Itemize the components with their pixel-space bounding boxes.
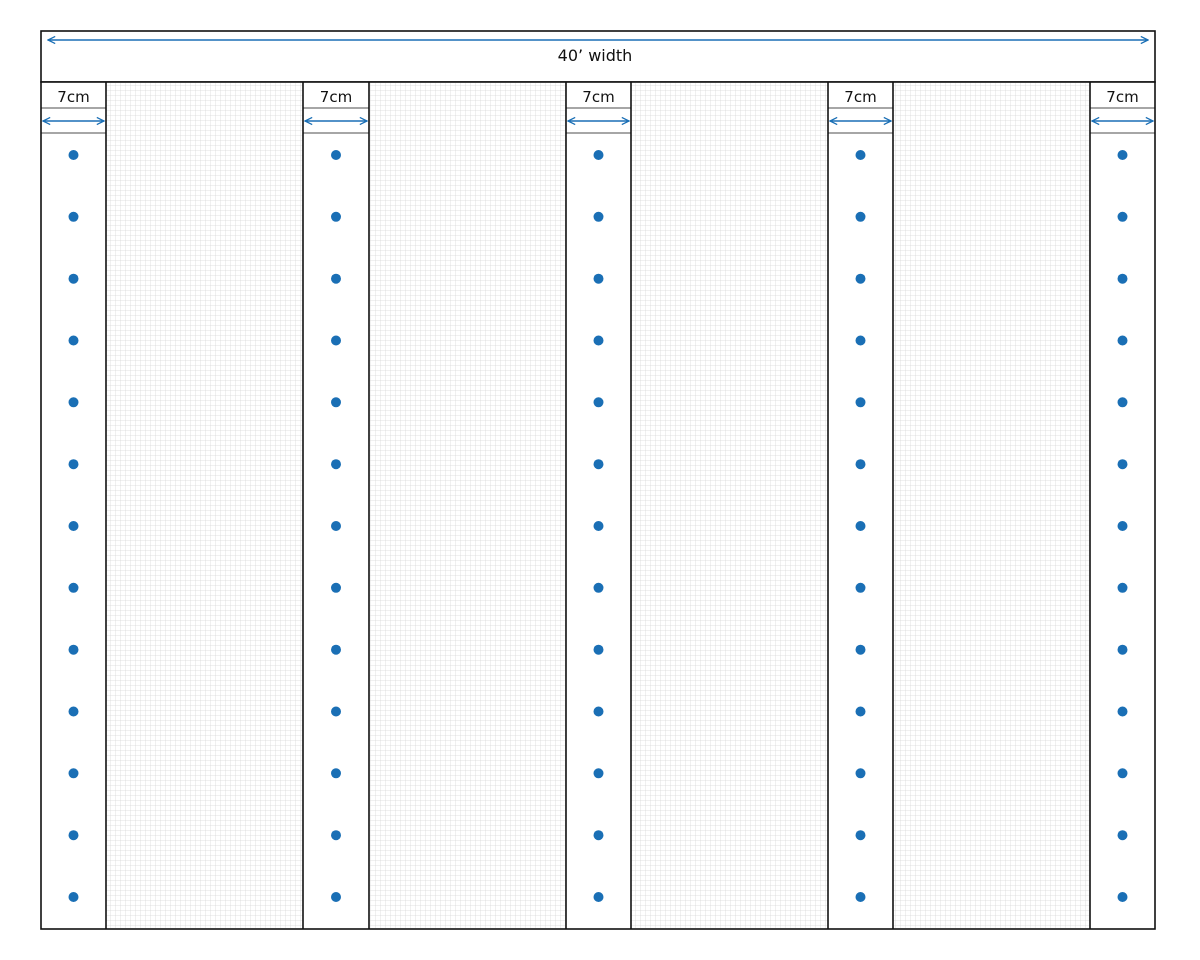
perforation-dot: [1117, 521, 1128, 531]
strip-width-label: 7cm: [1106, 88, 1138, 106]
strip-width-label: 7cm: [57, 88, 89, 106]
perforation-dot: [331, 644, 341, 655]
perforation-dot: [331, 768, 341, 779]
perforation-dot: [331, 582, 341, 593]
sheet-body: 7cm 7cm 7cm: [40, 81, 1156, 930]
perforation-dot: [331, 521, 341, 531]
perforation-dot: [593, 830, 604, 841]
perforation-dot: [593, 273, 604, 284]
perforation-dot: [1117, 335, 1128, 346]
perforation-dot: [1117, 706, 1128, 717]
perforation-dot: [331, 397, 341, 408]
perforation-dot: [331, 273, 341, 284]
perforation-dot: [68, 706, 79, 717]
perforation-dot: [68, 521, 79, 531]
perforation-dot: [593, 582, 604, 593]
perforation-dot: [593, 892, 604, 902]
perforation-dot: [68, 150, 79, 160]
perforation-dot: [331, 459, 341, 470]
perforation-dot: [1117, 644, 1128, 655]
perforation-dot: [855, 335, 866, 346]
perforation-dot: [855, 273, 866, 284]
perforation-dot: [68, 582, 79, 593]
perforation-dot: [855, 706, 866, 717]
perforation-dot: [68, 335, 79, 346]
perforation-dot: [593, 521, 604, 531]
perforation-dot: [593, 150, 604, 160]
strip-width-label: 7cm: [844, 88, 876, 106]
strip-2: 7cm: [302, 82, 370, 929]
perforation-dot: [331, 830, 341, 841]
perforation-dot: [68, 830, 79, 841]
perforation-dot: [68, 644, 79, 655]
strip-5: 7cm: [1089, 82, 1155, 929]
perforation-dot: [331, 892, 341, 902]
perforation-dot: [855, 211, 866, 222]
perforation-dot: [593, 335, 604, 346]
width-dimension: 40’ width: [40, 30, 1156, 83]
perforation-dot: [1117, 273, 1128, 284]
grid-panel-4: [893, 83, 1090, 928]
perforation-dot: [593, 706, 604, 717]
perforation-dot: [68, 273, 79, 284]
width-label: 40’ width: [558, 46, 633, 65]
perforation-dot: [855, 768, 866, 779]
grid-panel-3: [631, 83, 828, 928]
grid-panel-1: [106, 83, 303, 928]
perforation-dot: [593, 397, 604, 408]
perforation-dot: [1117, 211, 1128, 222]
perforation-dot: [855, 459, 866, 470]
strip-width-label: 7cm: [582, 88, 614, 106]
perforation-dot: [855, 521, 866, 531]
strip-3: 7cm: [565, 82, 632, 929]
perforation-dot: [855, 830, 866, 841]
perforation-dot: [1117, 830, 1128, 841]
perforation-dot: [331, 150, 341, 160]
perforation-dot: [1117, 892, 1128, 902]
perforation-dot: [593, 644, 604, 655]
perforation-dot: [593, 459, 604, 470]
perforation-dot: [331, 211, 341, 222]
perforation-dot: [1117, 459, 1128, 470]
perforation-dot: [331, 706, 341, 717]
perforation-dot: [1117, 582, 1128, 593]
strip-width-label: 7cm: [320, 88, 352, 106]
perforation-dot: [855, 397, 866, 408]
perforation-dot: [331, 335, 341, 346]
perforation-dot: [855, 892, 866, 902]
perforation-dot: [855, 582, 866, 593]
perforation-dot: [1117, 768, 1128, 779]
perforation-dot: [68, 892, 79, 902]
perforation-dot: [68, 768, 79, 779]
perforation-dot: [593, 768, 604, 779]
perforation-dot: [68, 397, 79, 408]
perforation-dot: [1117, 397, 1128, 408]
perforation-dot: [855, 644, 866, 655]
perforation-dot: [593, 211, 604, 222]
strip-4: 7cm: [827, 82, 894, 929]
perforation-dot: [68, 211, 79, 222]
strip-1: 7cm: [41, 82, 107, 929]
grid-panel-2: [369, 83, 566, 928]
perforation-dot: [1117, 150, 1128, 160]
perforation-dot: [855, 150, 866, 160]
perforation-dot: [68, 459, 79, 470]
